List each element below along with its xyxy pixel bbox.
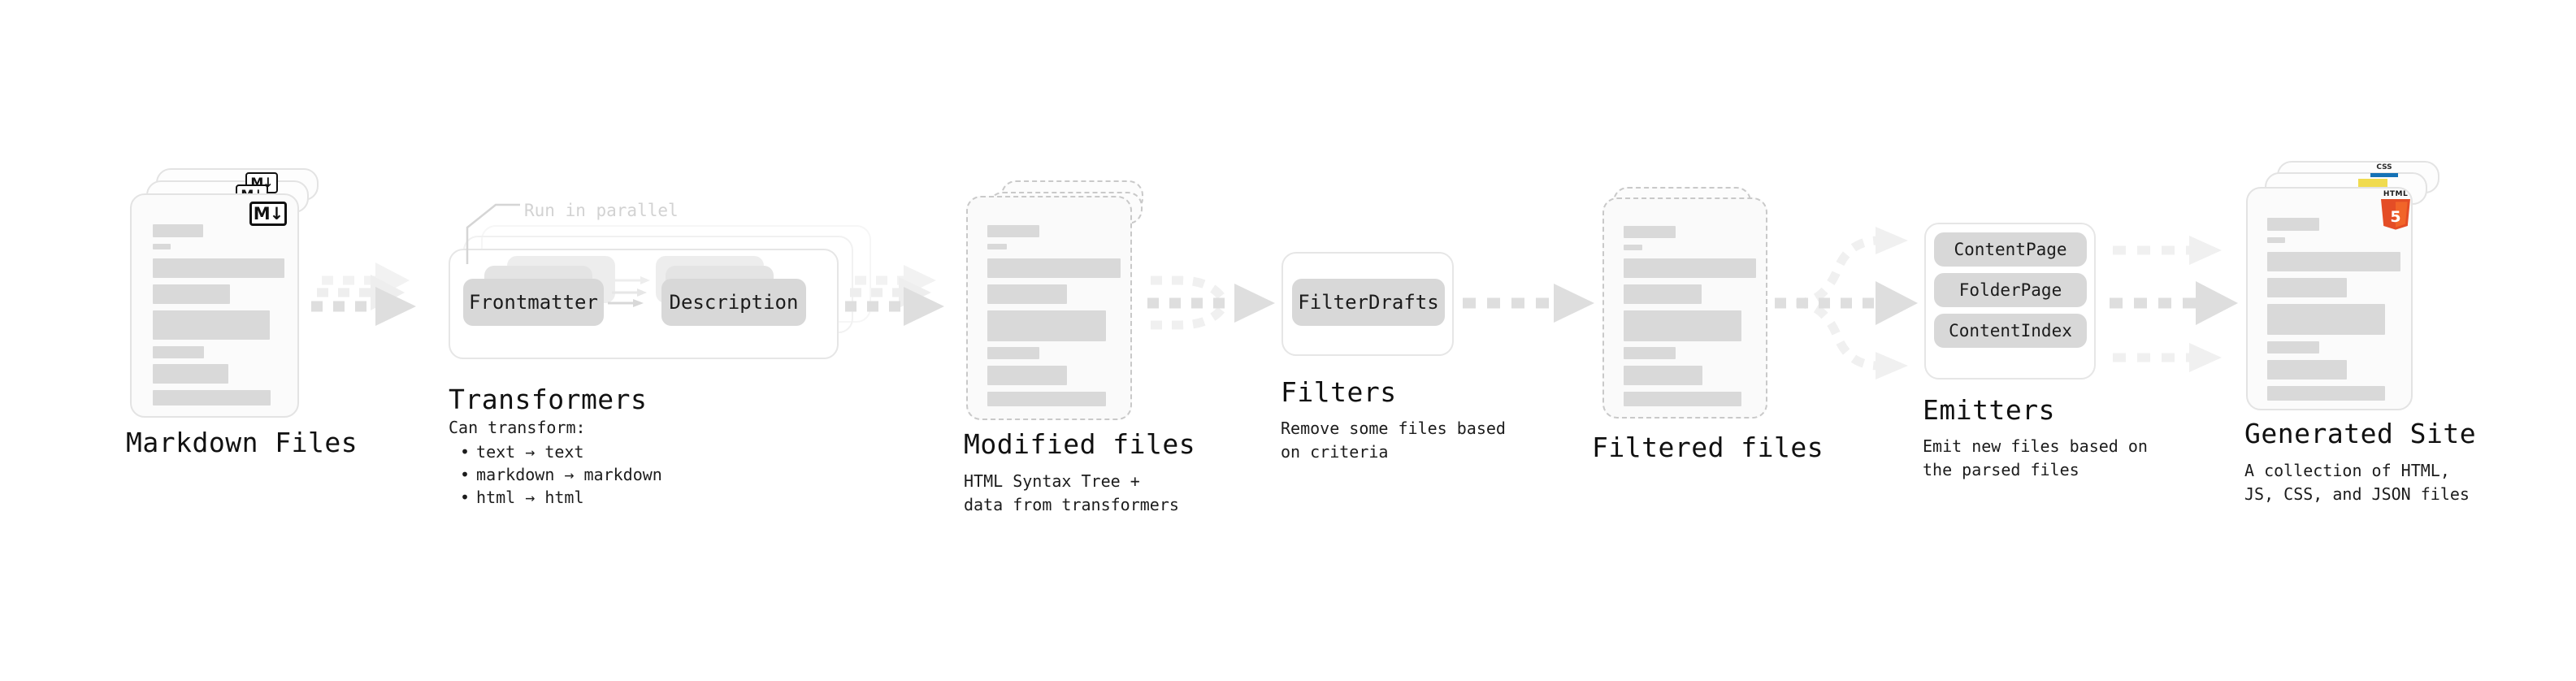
doc-bar [1624,258,1756,278]
css-badge-bar [2370,173,2398,177]
doc-bar [153,284,230,304]
doc-bar [987,284,1067,304]
filtered-file-card [1602,197,1767,419]
doc-bar [1624,226,1676,238]
modified-files-subtitle: HTML Syntax Tree + data from transformer… [964,471,1179,514]
doc-bar [2267,218,2319,231]
stage-title-markdown-files: Markdown Files [126,427,358,458]
doc-bar [153,258,284,278]
emitters-subtitle: Emit new files based on the parsed files [1923,436,2148,479]
doc-bar [2267,304,2385,335]
filters-subtitle: Remove some files based on criteria [1281,419,1506,462]
html5-badge-label: HTML [2383,190,2409,198]
stage-title-modified-files: Modified files [964,428,1196,460]
doc-bar [153,224,203,237]
emitter-chip-contentpage[interactable]: ContentPage [1934,232,2087,267]
doc-bar [1624,366,1702,385]
emitter-chip-folderpage[interactable]: FolderPage [1934,273,2087,307]
doc-bar [153,364,228,384]
doc-bar [987,347,1039,359]
doc-bar [987,310,1106,341]
transformer-chip-frontmatter[interactable]: Frontmatter [463,279,604,326]
connector-markdown-to-transformers [311,262,416,326]
transformers-bullets: text → text markdown → markdown html → h… [460,440,662,509]
doc-bar [2267,386,2385,401]
connector-emitters-to-site [2110,236,2238,372]
transformers-bullet-item: html → html [460,486,662,509]
doc-bar [1624,347,1676,359]
modified-file-card [966,196,1132,420]
doc-bar [987,258,1121,278]
doc-bar [2267,341,2319,354]
html5-shield-icon: 5 [2381,199,2410,230]
doc-bar [987,244,1007,249]
transformers-bullet-item: markdown → markdown [460,463,662,486]
doc-bar [987,366,1067,385]
doc-bar [1624,245,1642,250]
doc-bar [1624,284,1702,304]
doc-bar [1624,392,1741,406]
svg-text:5: 5 [2390,208,2400,226]
css3-badge: CSS [2370,164,2398,179]
stage-title-generated-site: Generated Site [2244,418,2477,449]
transformers-bullet-item: text → text [460,440,662,463]
stage-title-filters: Filters [1281,376,1397,408]
transformer-chip-description[interactable]: Description [661,279,806,326]
stage-title-emitters: Emitters [1923,394,2055,426]
connector-filtered-to-emitters [1775,227,1918,380]
doc-bar [2267,237,2285,243]
emitter-chip-contentindex[interactable]: ContentIndex [1934,314,2087,348]
doc-bar [153,390,271,406]
doc-bar [2267,360,2347,380]
css-badge-label: CSS [2376,163,2392,171]
doc-bar [153,310,270,340]
generated-site-subtitle: A collection of HTML, JS, CSS, and JSON … [2244,461,2470,504]
doc-bar [1624,310,1741,341]
doc-bar [2267,278,2347,297]
transformers-parallel-note: Run in parallel [524,201,679,220]
stage-title-transformers: Transformers [449,384,648,415]
markdown-file-card [130,193,299,418]
html5-badge: HTML 5 [2378,191,2413,232]
connector-modified-to-filters [1147,275,1275,330]
doc-bar [987,392,1106,406]
doc-bar [153,244,171,249]
doc-bar [2267,252,2400,271]
doc-bar [987,225,1039,237]
doc-bar [153,346,204,358]
filter-chip-filterdrafts[interactable]: FilterDrafts [1292,279,1445,326]
transformers-subtitle: Can transform: [449,418,586,437]
stage-title-filtered-files: Filtered files [1592,432,1824,463]
markdown-badge: M↓ [249,202,287,226]
connector-filters-to-filtered [1463,284,1594,323]
